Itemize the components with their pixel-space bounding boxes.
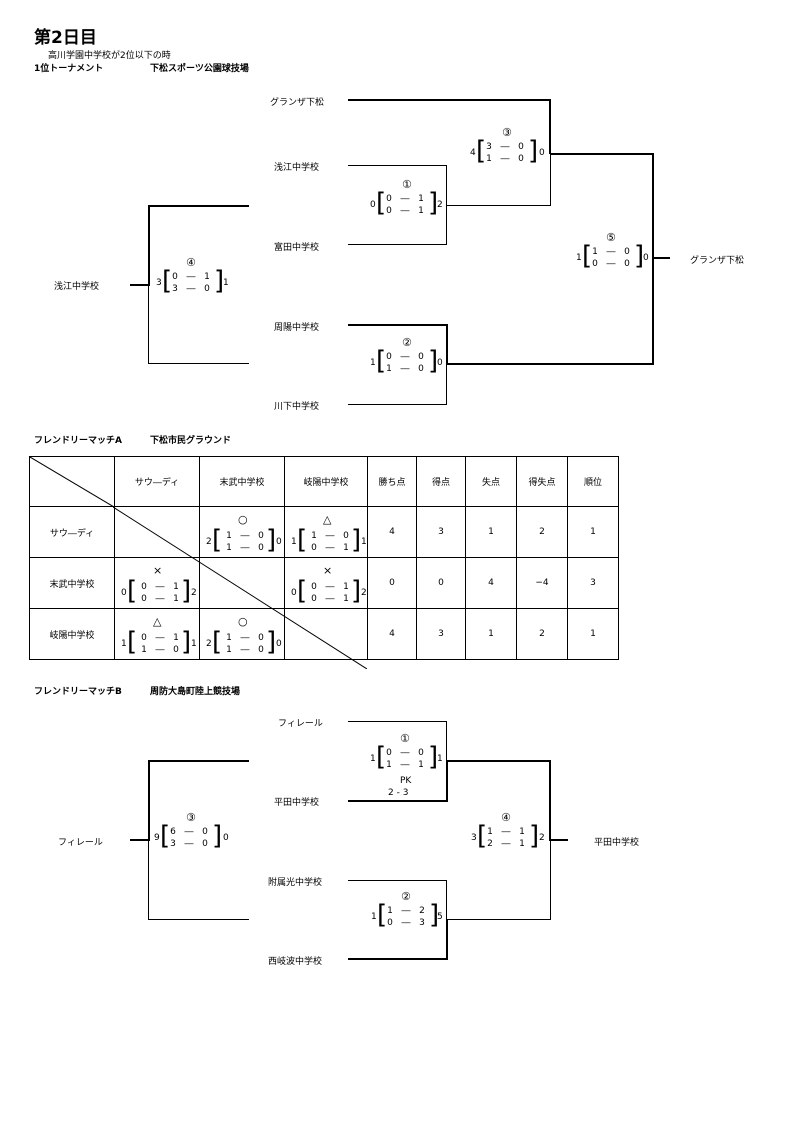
team-label: 西岐波中学校 xyxy=(268,957,323,967)
col-header: 失点 xyxy=(465,456,517,507)
goals-against-cell: 4 xyxy=(465,557,517,609)
result-cell: ○ 2 [ 1 ― 0 1 ― 0 ] 0 xyxy=(199,608,285,660)
fb-match-1: ① 1 [ 0 ― 0 1 ― 1 ] 1 PK 2 - 3 xyxy=(370,732,443,798)
result-cell: × 0 [ 0 ― 1 0 ― 1 ] 2 xyxy=(284,557,368,609)
rank-cell: 1 xyxy=(567,506,619,558)
team-label: グランザ下松 xyxy=(270,98,325,108)
col-header: 末武中学校 xyxy=(199,456,285,507)
fb-match-4: ④ 3 [ 1 ― 1 2 ― 1 ] 2 xyxy=(471,811,545,851)
team-label: 周陽中学校 xyxy=(274,323,320,333)
goal-diff-cell: 2 xyxy=(516,506,568,558)
goal-diff-cell: 2 xyxy=(516,608,568,660)
t1-match-3: ③ 4 [ 3 ― 0 1 ― 0 ] 0 xyxy=(470,126,545,166)
fb-venue: 周防大島町陸上競技場 xyxy=(150,687,241,697)
table-row: サウ―ディ ○ 2 [ 1 ― 0 1 ― 0 ] 0 △ 1 [ 1 xyxy=(29,506,619,558)
t1-venue: 下松スポーツ公園球技場 xyxy=(150,64,249,74)
goals-against-cell: 1 xyxy=(465,506,517,558)
col-header: 岐陽中学校 xyxy=(284,456,368,507)
t1-match-5: ⑤ 1 [ 1 ― 0 0 ― 0 ] 0 xyxy=(576,231,649,271)
page-title: 第2日目 xyxy=(34,28,97,48)
fb-match-2: ② 1 [ 1 ― 2 0 ― 3 ] 5 xyxy=(371,890,443,930)
self-cell xyxy=(114,506,200,558)
col-header: サウ―ディ xyxy=(114,456,200,507)
col-header: 勝ち点 xyxy=(367,456,417,507)
goal-diff-cell: −4 xyxy=(516,557,568,609)
points-cell: 0 xyxy=(367,557,417,609)
t1-label: 1位トーナメント xyxy=(34,64,104,74)
self-cell xyxy=(284,608,368,660)
self-cells-diagonal xyxy=(113,507,367,669)
col-header: 順位 xyxy=(567,456,619,507)
team-label: フィレール xyxy=(278,719,323,729)
right-team-label: 平田中学校 xyxy=(594,838,640,848)
goals-against-cell: 1 xyxy=(465,608,517,660)
rank-cell: 3 xyxy=(567,557,619,609)
left-team-label: フィレール xyxy=(58,838,103,848)
right-team-label: グランザ下松 xyxy=(690,256,745,266)
team-label: 富田中学校 xyxy=(274,243,320,253)
goals-for-cell: 3 xyxy=(416,608,466,660)
fa-label: フレンドリーマッチA xyxy=(34,436,122,446)
team-label: 附属光中学校 xyxy=(268,878,323,888)
league-table: サウ―ディ 末武中学校 岐陽中学校 勝ち点 得点 失点 得失点 順位 サウ―ディ… xyxy=(29,456,619,660)
team-label: 川下中学校 xyxy=(274,402,320,412)
t1-match-2: ② 1 [ 0 ― 0 1 ― 0 ] 0 xyxy=(370,336,443,376)
points-cell: 4 xyxy=(367,608,417,660)
result-cell: △ 1 [ 0 ― 1 1 ― 0 ] 1 xyxy=(114,608,200,660)
fa-venue: 下松市民グラウンド xyxy=(150,436,232,446)
corner-cell xyxy=(29,456,115,507)
table-row: 岐陽中学校 △ 1 [ 0 ― 1 1 ― 0 ] 1 ○ 2 [ 1 xyxy=(29,608,619,660)
col-header: 得失点 xyxy=(516,456,568,507)
fb-label: フレンドリーマッチB xyxy=(34,687,122,697)
fb-match-3: ③ 9 [ 6 ― 0 3 ― 0 ] 0 xyxy=(154,811,229,851)
team-label: 平田中学校 xyxy=(274,798,320,808)
page-note: 高川学園中学校が2位以下の時 xyxy=(48,51,171,61)
t1-match-1: ① 0 [ 0 ― 1 0 ― 1 ] 2 xyxy=(370,178,443,218)
row-header: 岐陽中学校 xyxy=(29,608,115,660)
points-cell: 4 xyxy=(367,506,417,558)
result-cell: ○ 2 [ 1 ― 0 1 ― 0 ] 0 xyxy=(199,506,285,558)
rank-cell: 1 xyxy=(567,608,619,660)
goals-for-cell: 0 xyxy=(416,557,466,609)
t1-match-4: ④ 3 [ 0 ― 1 3 ― 0 ] 1 xyxy=(156,256,229,296)
left-team-label: 浅江中学校 xyxy=(54,282,100,292)
goals-for-cell: 3 xyxy=(416,506,466,558)
col-header: 得点 xyxy=(416,456,466,507)
row-header: サウ―ディ xyxy=(29,506,115,558)
row-header: 末武中学校 xyxy=(29,557,115,609)
team-label: 浅江中学校 xyxy=(274,163,320,173)
